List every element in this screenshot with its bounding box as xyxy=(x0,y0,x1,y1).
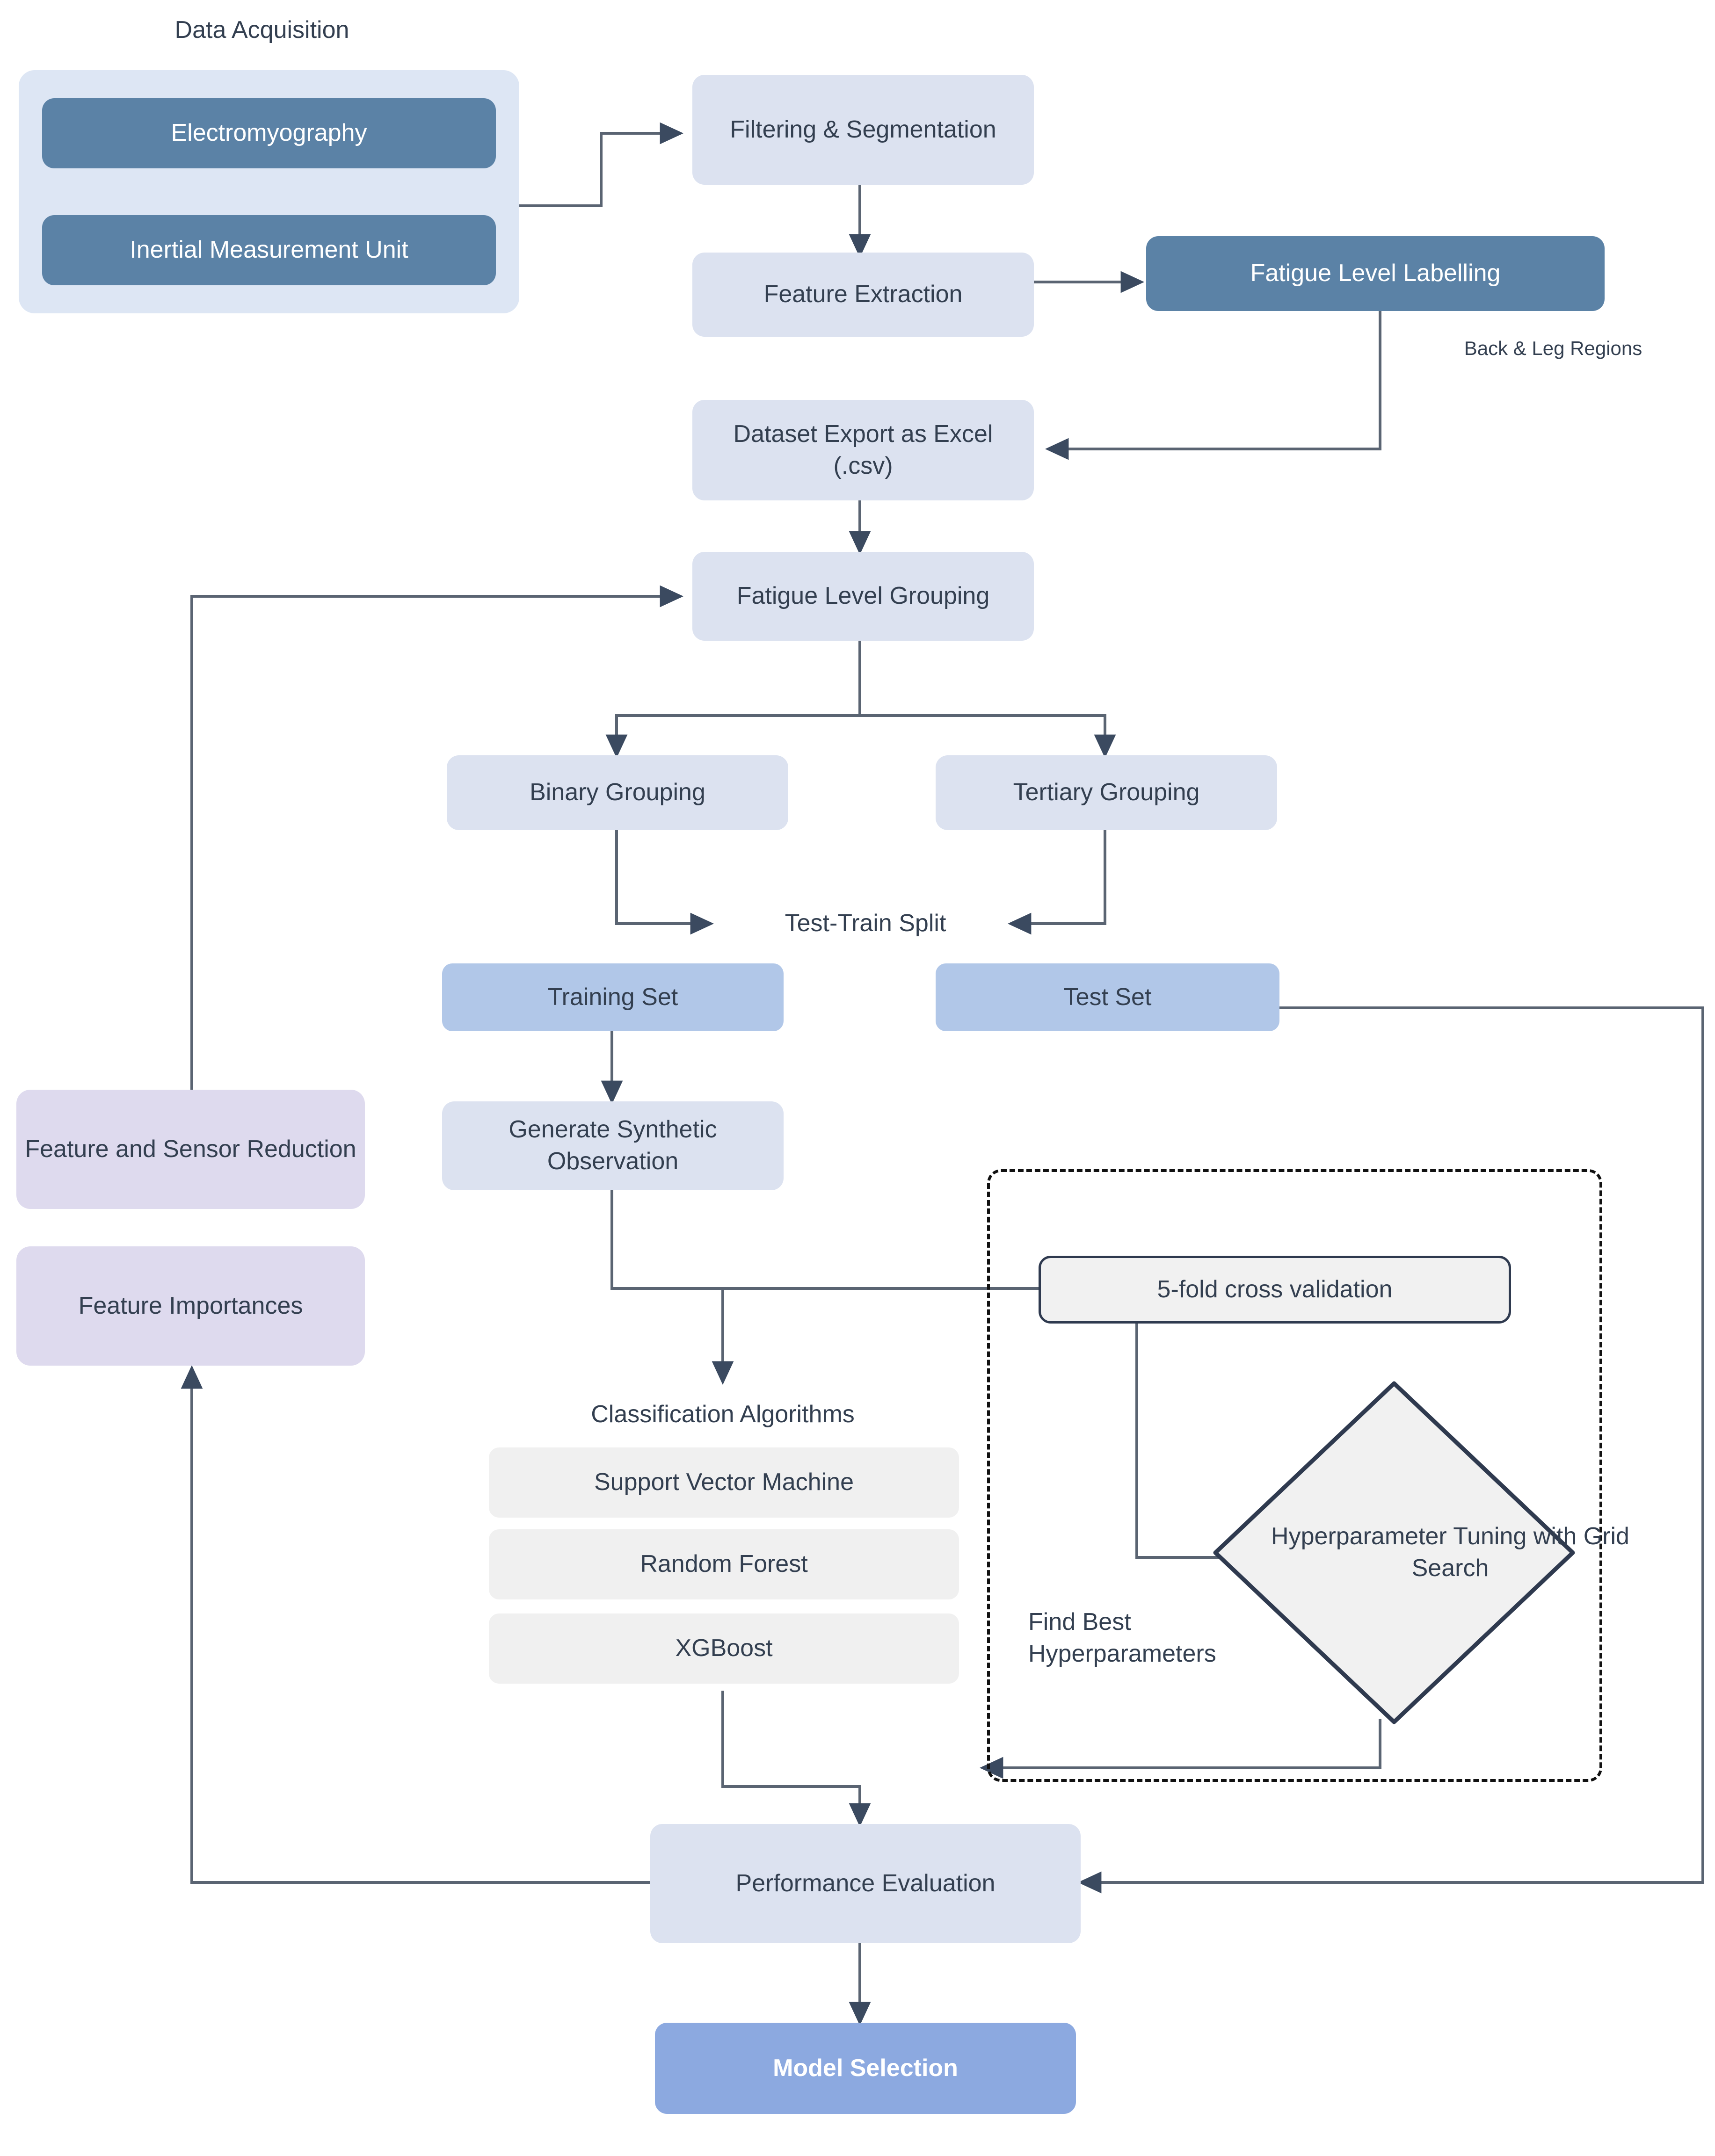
node-electromyography[interactable]: Electromyography xyxy=(42,98,496,168)
node-training-set[interactable]: Training Set xyxy=(442,963,784,1031)
node-binary-grouping[interactable]: Binary Grouping xyxy=(447,755,788,830)
node-dataset-export[interactable]: Dataset Export as Excel (.csv) xyxy=(692,400,1034,500)
node-xgboost[interactable]: XGBoost xyxy=(489,1613,959,1684)
node-fatigue-level-grouping[interactable]: Fatigue Level Grouping xyxy=(692,552,1034,641)
hyperparameter-tuning-region xyxy=(987,1169,1602,1782)
node-model-selection[interactable]: Model Selection xyxy=(655,2023,1076,2114)
node-feature-extraction[interactable]: Feature Extraction xyxy=(692,253,1034,337)
node-performance-evaluation[interactable]: Performance Evaluation xyxy=(650,1824,1081,1943)
node-test-set[interactable]: Test Set xyxy=(936,963,1279,1031)
node-feature-and-sensor-reduction[interactable]: Feature and Sensor Reduction xyxy=(16,1090,365,1209)
label-classification-algorithms: Classification Algorithms xyxy=(591,1401,855,1428)
node-generate-synthetic-observation[interactable]: Generate Synthetic Observation xyxy=(442,1101,784,1190)
node-feature-importances[interactable]: Feature Importances xyxy=(16,1246,365,1366)
node-hyperparameter-tuning-grid-search[interactable]: Hyperparameter Tuning with Grid Search xyxy=(1212,1380,1629,1726)
annotation-back-leg-regions: Back & Leg Regions xyxy=(1464,337,1642,359)
node-filtering-segmentation[interactable]: Filtering & Segmentation xyxy=(692,75,1034,185)
find-best-hyperparameters-line-1: Find Best xyxy=(1028,1608,1131,1635)
node-support-vector-machine[interactable]: Support Vector Machine xyxy=(489,1447,959,1518)
label-test-train-split: Test-Train Split xyxy=(785,910,946,937)
node-tertiary-grouping[interactable]: Tertiary Grouping xyxy=(936,755,1277,830)
node-fatigue-level-labelling[interactable]: Fatigue Level Labelling xyxy=(1146,236,1605,311)
find-best-hyperparameters-line-2: Hyperparameters xyxy=(1028,1640,1216,1667)
node-5-fold-cross-validation[interactable]: 5-fold cross validation xyxy=(1039,1256,1511,1324)
node-random-forest[interactable]: Random Forest xyxy=(489,1529,959,1599)
section-label-data-acquisition: Data Acquisition xyxy=(174,16,349,44)
node-inertial-measurement-unit[interactable]: Inertial Measurement Unit xyxy=(42,215,496,285)
label-find-best-hyperparameters: Find Best Hyperparameters xyxy=(1020,1606,1301,1695)
